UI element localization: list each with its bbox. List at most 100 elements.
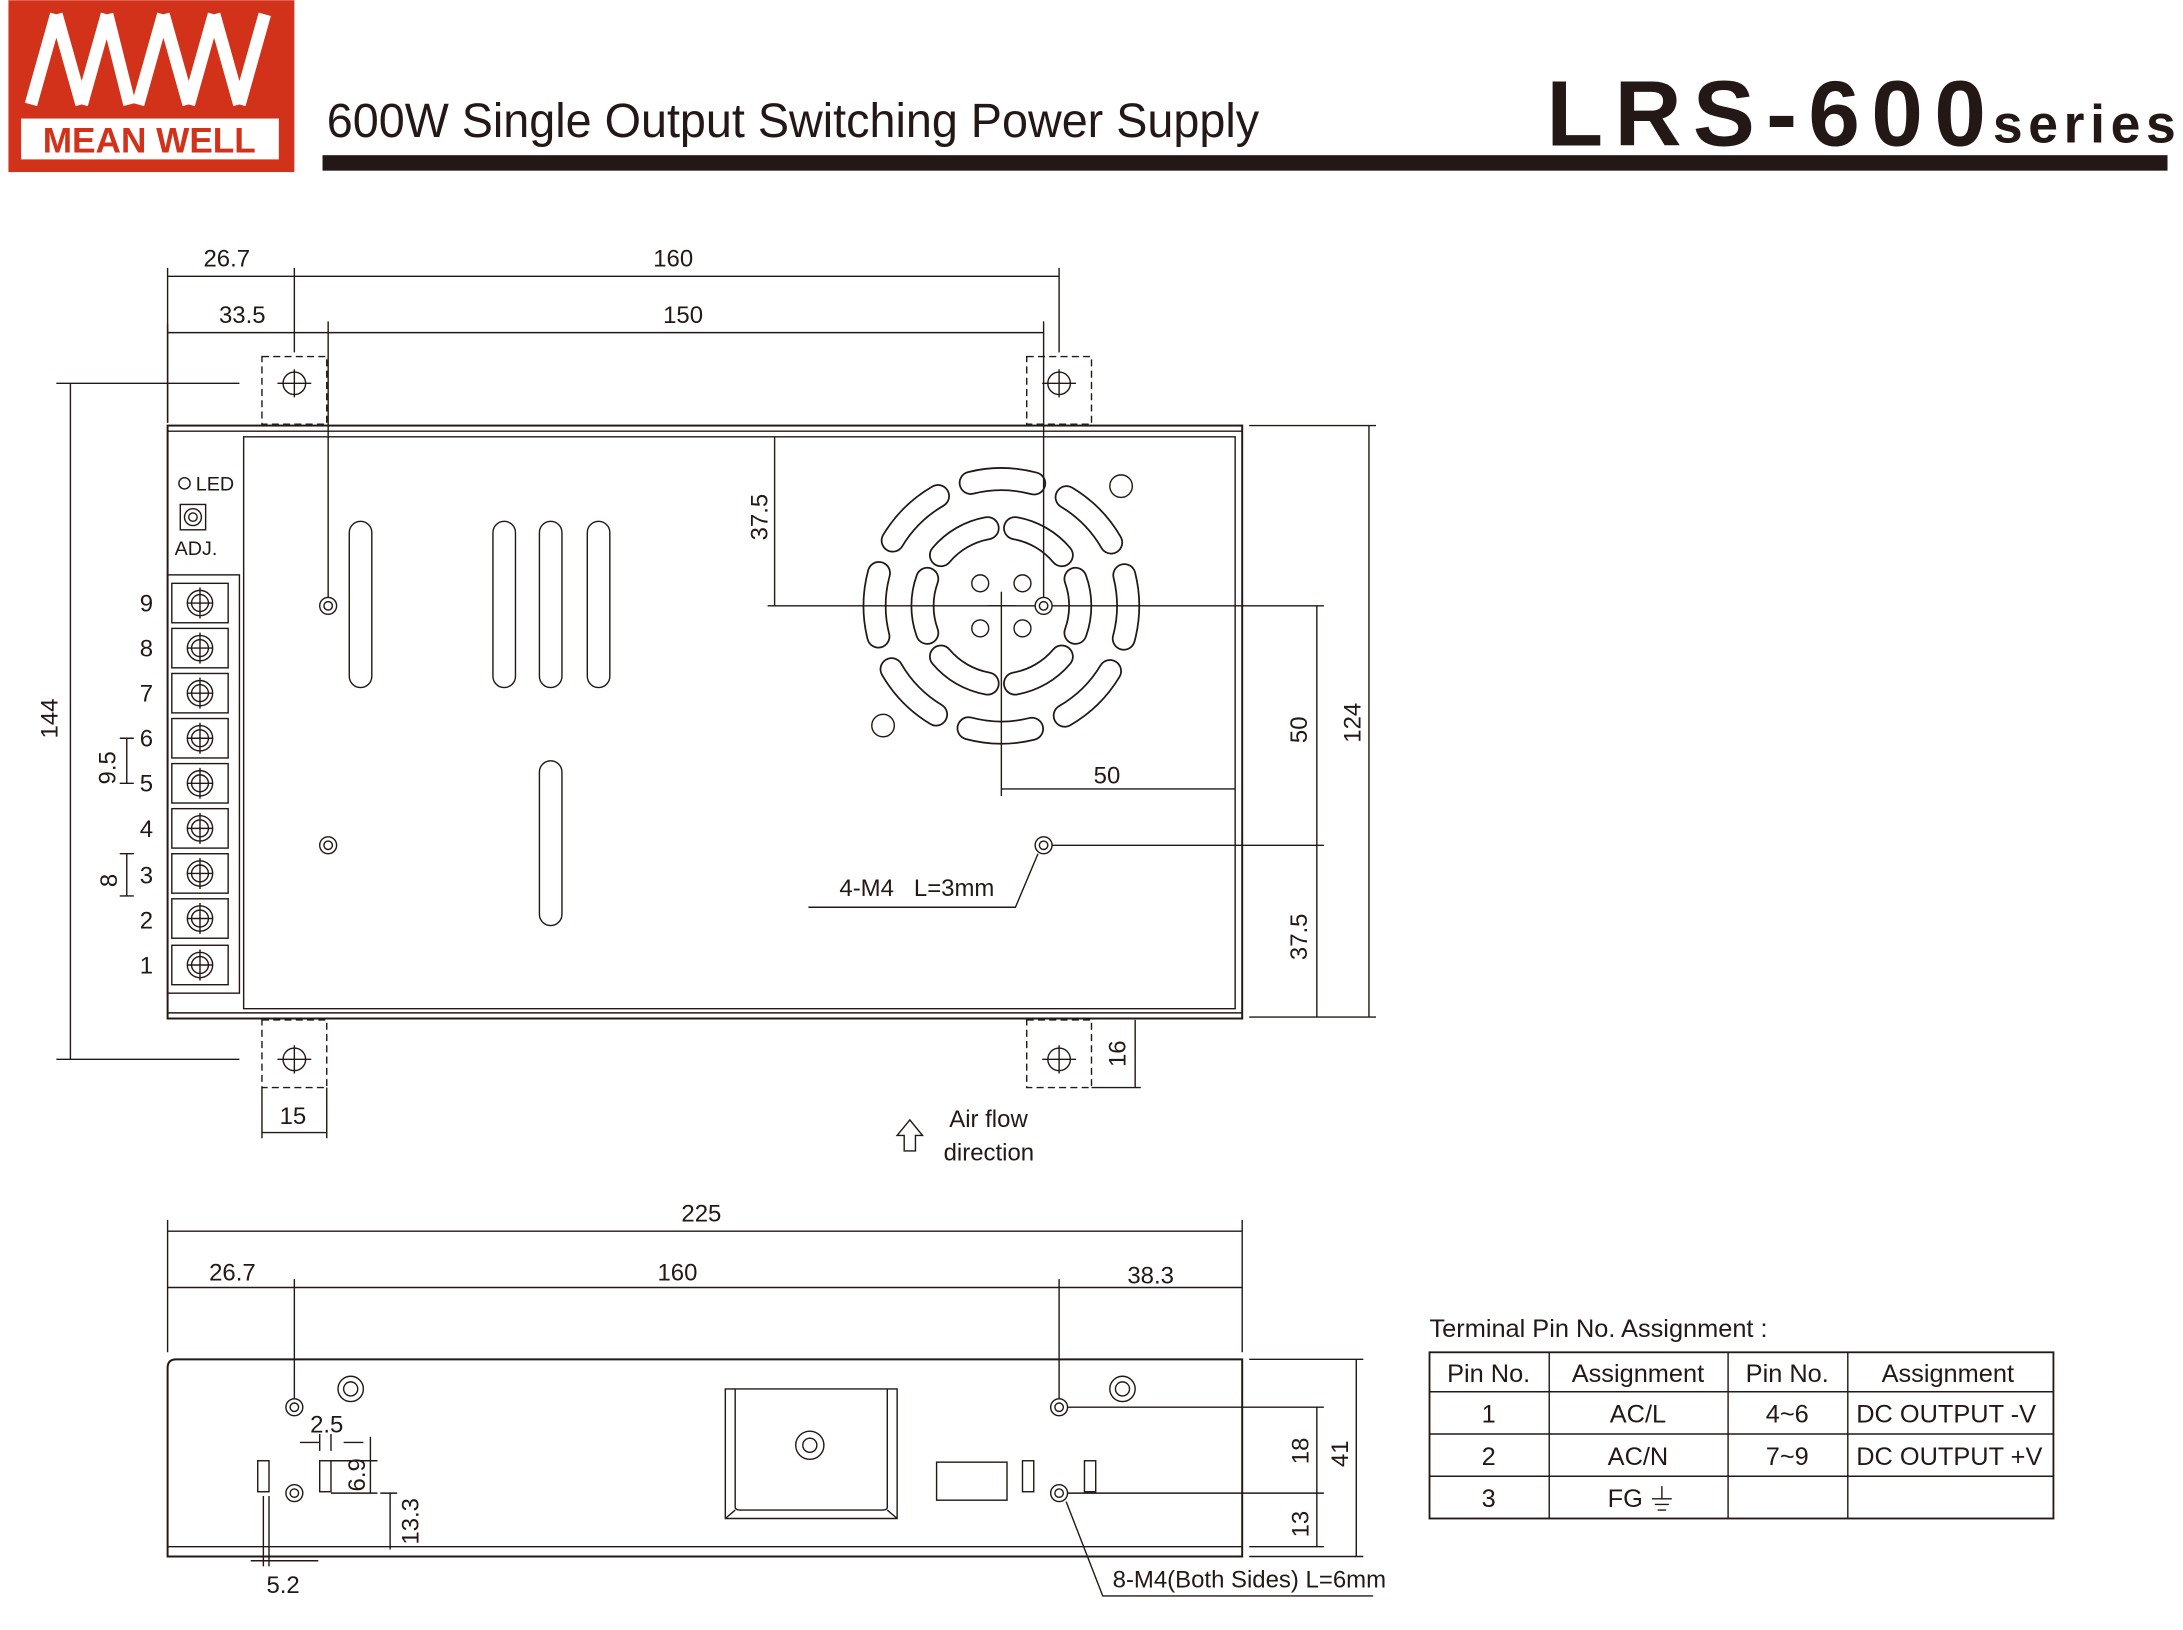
fan-slot-inner <box>1004 646 1072 694</box>
adj-label: ADJ. <box>175 538 218 560</box>
pin-assignment-table: Terminal Pin No. Assignment : Pin No. As… <box>1428 1315 2055 1520</box>
terminal-screw-icon <box>171 898 229 939</box>
cell: DC OUTPUT +V <box>1856 1443 2042 1471</box>
dim-label: 50 <box>1094 762 1121 789</box>
dim-label: 15 <box>280 1103 307 1130</box>
side-dimension-labels: 225 26.7 160 38.3 2.5 6.9 13.3 5.2 18 41… <box>209 1200 1386 1599</box>
terminal-block <box>166 574 241 994</box>
terminal-screw-icon <box>171 762 229 804</box>
header-cell: Pin No. <box>1447 1360 1530 1388</box>
table-row: 2 AC/N 7~9 DC OUTPUT +V <box>1482 1443 2043 1471</box>
dim-label: 13 <box>1287 1511 1314 1538</box>
side-holes <box>257 1375 1136 1520</box>
table-header-row: Pin No. Assignment Pin No. Assignment <box>1447 1360 2014 1388</box>
dim-label: 144 <box>37 699 64 739</box>
led-indicator-icon <box>178 476 191 490</box>
airflow-label: Air flow <box>949 1106 1028 1133</box>
cell: 2 <box>1482 1443 1496 1471</box>
dim-label: 160 <box>653 245 693 272</box>
top-dimension-lines <box>56 267 1376 1139</box>
terminal-number: 6 <box>140 726 153 753</box>
cell: 3 <box>1482 1485 1496 1513</box>
terminal-number: 1 <box>140 952 153 979</box>
terminal-numbers: 9 8 7 6 5 4 3 2 1 <box>140 590 153 979</box>
terminal-screw-icon <box>171 717 229 759</box>
side-window <box>935 1461 1008 1501</box>
terminal-screw-icon <box>171 672 229 714</box>
terminal-number: 7 <box>140 681 153 708</box>
dim-label: 2.5 <box>310 1412 343 1439</box>
dim-label: 37.5 <box>747 494 774 541</box>
fan-slot-inner <box>958 718 1043 743</box>
fan-slot-inner <box>1113 564 1139 649</box>
terminal-screw-icon <box>171 944 229 986</box>
dim-label: 150 <box>663 302 703 329</box>
fan-slot-inner <box>864 562 890 647</box>
dim-label: 26.7 <box>203 245 250 272</box>
fan-slot-inner <box>1056 486 1122 553</box>
terminal-screw-icon <box>171 807 229 849</box>
screw-note: 8-M4(Both Sides) L=6mm <box>1113 1567 1386 1594</box>
dim-label: 26.7 <box>209 1259 256 1286</box>
side-case-outline <box>166 1358 1244 1558</box>
adj-potentiometer-icon <box>179 503 207 531</box>
header-cell: Assignment <box>1572 1360 1704 1388</box>
fan-slot-inner <box>1004 517 1072 566</box>
mean-well-logo: MEAN WELL <box>8 0 295 173</box>
cell: 1 <box>1482 1401 1496 1429</box>
dim-label: 124 <box>1340 703 1367 743</box>
header: MEAN WELL 600W Single Output Switching P… <box>8 0 2182 173</box>
title-bar <box>322 155 2168 171</box>
table-title: Terminal Pin No. Assignment : <box>1430 1315 1768 1343</box>
side-view: 225 26.7 160 38.3 2.5 6.9 13.3 5.2 18 41… <box>166 1200 1386 1599</box>
led-label: LED <box>196 473 234 495</box>
screw-note: 4-M4 L=3mm <box>839 875 994 902</box>
airflow-arrow-icon <box>895 1118 924 1152</box>
terminal-number: 9 <box>140 590 153 617</box>
dim-label: 37.5 <box>1286 914 1313 961</box>
mounting-holes <box>318 596 1053 855</box>
page-subtitle: 600W Single Output Switching Power Suppl… <box>327 95 1259 148</box>
terminal-number: 4 <box>140 816 153 843</box>
dim-label: 50 <box>1286 716 1313 743</box>
terminal-screw-icon <box>171 582 229 624</box>
header-cell: Assignment <box>1882 1360 2014 1388</box>
mounting-tabs <box>261 355 1093 1089</box>
terminal-number: 5 <box>140 771 153 798</box>
table-row: 1 AC/L 4~6 DC OUTPUT -V <box>1482 1401 2036 1429</box>
brand-name: MEAN WELL <box>43 121 256 160</box>
dim-label: 13.3 <box>397 1498 424 1545</box>
cell: 7~9 <box>1766 1443 1809 1471</box>
dim-label: 16 <box>1104 1040 1131 1067</box>
cell: DC OUTPUT -V <box>1856 1401 2036 1429</box>
dim-label: 8 <box>96 874 123 887</box>
fan-slot-inner <box>930 646 998 694</box>
series-label: series <box>1993 95 2182 154</box>
mw-logo-mark <box>24 12 271 107</box>
ground-icon <box>1652 1486 1672 1511</box>
vent-slots <box>348 520 611 927</box>
terminal-number: 3 <box>140 862 153 889</box>
fan-slot-inner <box>960 468 1045 494</box>
dim-label: 18 <box>1287 1438 1314 1465</box>
airflow-label: direction <box>944 1140 1034 1167</box>
side-dimension-lines <box>166 1219 1374 1597</box>
dim-label: 225 <box>681 1200 721 1227</box>
top-dimension-labels: 26.7 160 33.5 150 144 9.5 8 37.5 50 124 … <box>37 245 1367 1130</box>
dim-label: 6.9 <box>344 1458 371 1491</box>
fan-slot-inner <box>930 517 998 566</box>
dim-label: 41 <box>1327 1440 1354 1467</box>
terminal-screw-icon <box>171 627 229 669</box>
header-cell: Pin No. <box>1746 1360 1829 1388</box>
terminal-screw-icon <box>171 853 229 894</box>
fan-slot-inner <box>882 485 949 551</box>
top-view: LED ADJ. 9 8 7 6 5 4 3 2 1 <box>37 245 1376 1167</box>
terminal-number: 8 <box>140 636 153 663</box>
dim-label: 38.3 <box>1127 1262 1174 1289</box>
dim-label: 160 <box>657 1259 697 1286</box>
cell: FG <box>1608 1485 1643 1513</box>
dim-label: 33.5 <box>219 302 266 329</box>
terminal-number: 2 <box>140 907 153 934</box>
cell: AC/L <box>1610 1401 1666 1429</box>
